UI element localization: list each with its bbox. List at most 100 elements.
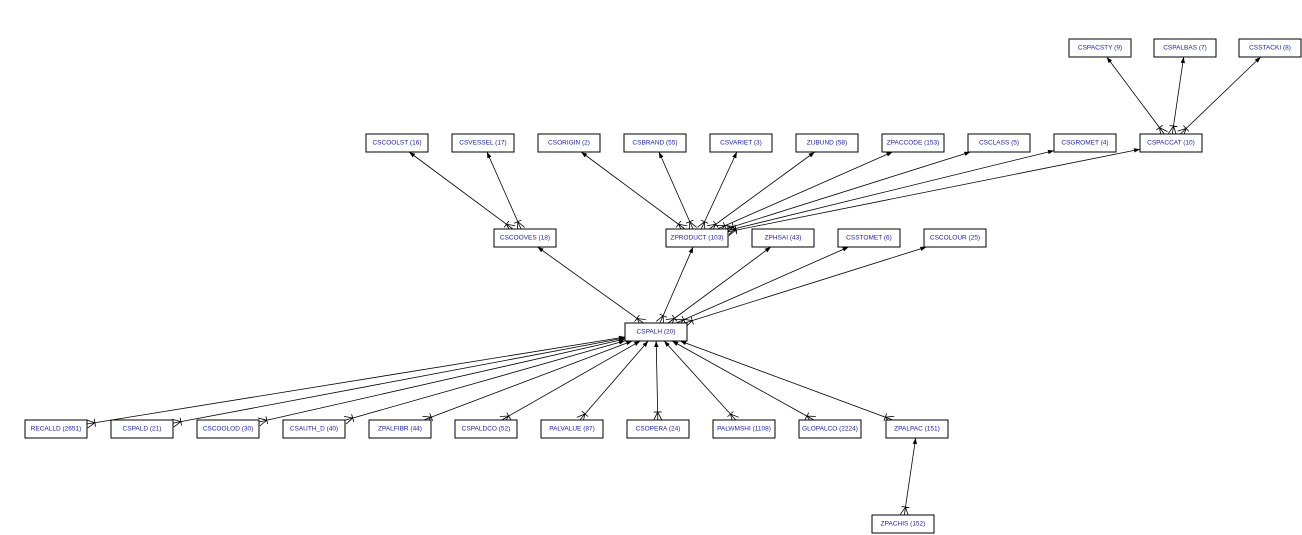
table-node-cspalbas[interactable]: CSPALBAS (7): [1153, 38, 1217, 58]
table-node-csgromet[interactable]: CSGROMET (4): [1053, 133, 1117, 153]
one-end-arrowhead: [633, 341, 641, 346]
table-node-csopera[interactable]: CSOPERA (24): [626, 419, 690, 439]
table-label: CSPALD (21): [123, 426, 162, 433]
table-node-csbrand[interactable]: CSBRAND (55): [623, 133, 687, 153]
table-node-csvessel[interactable]: CSVESSEL (17): [451, 133, 515, 153]
table-node-zpachis[interactable]: ZPACHIS (152): [871, 514, 935, 534]
table-node-csstomet[interactable]: CSSTOMET (6): [837, 228, 901, 248]
table-box: [712, 419, 776, 439]
many-end-marker: [1156, 124, 1168, 137]
table-label: CSPALBAS (7): [1163, 45, 1207, 52]
relationship-cspaldco-cspalh: [499, 340, 641, 424]
one-end-arrowhead: [537, 247, 544, 253]
table-node-csauth-d[interactable]: CSAUTH_D (40): [282, 419, 346, 439]
relationship-zproduct-csorigin: [580, 151, 688, 233]
table-node-cscolour[interactable]: CSCOLOUR (25): [923, 228, 987, 248]
relationship-cspalh-cscooves: [537, 246, 646, 327]
table-box: [871, 514, 935, 534]
table-node-zphsai[interactable]: ZPHSAI (43): [751, 228, 815, 248]
relationship-recalld-cspalh: [86, 335, 626, 429]
many-end-marker: [900, 506, 910, 516]
table-box: [623, 133, 687, 153]
table-node-csvariet[interactable]: CSVARIET (3): [709, 133, 773, 153]
relationship-zproduct-csgromet: [726, 149, 1055, 235]
table-box: [368, 419, 432, 439]
table-node-csstacki[interactable]: CSSTACKI (8): [1238, 38, 1302, 58]
one-end-arrowhead: [625, 341, 633, 346]
one-end-arrowhead: [842, 247, 849, 252]
table-node-zpalpac[interactable]: ZPALPAC (151): [885, 419, 949, 439]
table-node-cspalh[interactable]: CSPALH (20): [624, 322, 688, 342]
relationship-cscooves-csvessel: [486, 151, 525, 231]
table-node-cscoolst[interactable]: CSCOOLST (16): [365, 133, 429, 153]
table-node-cspald[interactable]: CSPALD (21): [110, 419, 174, 439]
one-end-arrowhead: [764, 247, 771, 253]
one-end-arrowhead: [672, 341, 679, 346]
table-label: ZPHSAI (43): [765, 235, 802, 242]
relationship-zproduct-zubund: [706, 151, 815, 233]
table-label: ZPRODUCT (103): [671, 235, 724, 242]
table-node-cspaldco[interactable]: CSPALDCO (52): [454, 419, 518, 439]
table-node-zpalfibr[interactable]: ZPALFIBR (44): [368, 419, 432, 439]
table-box: [923, 228, 987, 248]
table-box: [837, 228, 901, 248]
table-label: CSPACSTY (9): [1078, 45, 1122, 52]
table-node-palwmshi[interactable]: PALWMSHI (1108): [712, 419, 776, 439]
table-node-cspaccat[interactable]: CSPACCAT (10): [1139, 133, 1203, 153]
many-end-marker: [172, 417, 182, 428]
table-box: [626, 419, 690, 439]
relationship-zproduct-csvariet: [697, 151, 738, 231]
table-label: CSVESSEL (17): [459, 140, 506, 147]
one-end-arrowhead: [486, 152, 492, 159]
table-label: CSCLASS (5): [979, 140, 1019, 147]
table-node-zubund[interactable]: ZUBUND (58): [795, 133, 859, 153]
table-node-cscooves[interactable]: CSCOOVES (18): [493, 228, 557, 248]
relationship-zproduct-zpaccode: [715, 151, 893, 233]
table-node-csclass[interactable]: CSCLASS (5): [967, 133, 1031, 153]
table-node-zpaccode[interactable]: ZPACCODE (153): [881, 133, 945, 153]
table-node-cscoolod[interactable]: CSCOOLOD (30): [196, 419, 260, 439]
table-box: [665, 228, 729, 248]
table-node-cspacsty[interactable]: CSPACSTY (9): [1068, 38, 1132, 58]
table-box: [282, 419, 346, 439]
table-box: [967, 133, 1031, 153]
table-label: CSPALDCO (52): [462, 426, 511, 433]
relationship-csauth_d-cspalh: [343, 340, 626, 425]
table-label: GLOPALCO (2224): [802, 426, 858, 433]
table-box: [24, 419, 88, 439]
one-end-arrowhead: [808, 152, 815, 158]
table-box: [1139, 133, 1203, 153]
table-label: CSGROMET (4): [1061, 140, 1108, 147]
table-label: CSOPERA (24): [636, 426, 681, 433]
table-node-zproduct[interactable]: ZPRODUCT (103): [665, 228, 729, 248]
table-label: CSVARIET (3): [720, 140, 762, 147]
relationship-zpalpac-cspalh: [680, 340, 895, 425]
table-label: ZPALFIBR (44): [378, 426, 422, 433]
table-label: RECALLD (2651): [31, 426, 82, 433]
many-end-marker: [86, 418, 96, 429]
table-nodes: CSPACSTY (9) CSPALBAS (7) CSSTACKI (8) CSCO…: [24, 38, 1302, 534]
one-end-arrowhead: [642, 341, 649, 347]
one-end-arrowhead: [919, 246, 927, 251]
one-end-arrowhead: [1254, 57, 1261, 63]
table-label: CSCOOVES (18): [500, 235, 550, 242]
table-box: [798, 419, 862, 439]
table-node-palvalue[interactable]: PALVALUE (87): [540, 419, 604, 439]
relationship-zproduct-csbrand: [658, 151, 697, 231]
one-end-arrowhead: [618, 340, 625, 345]
table-label: CSSTOMET (6): [846, 235, 892, 242]
one-end-arrowhead: [1180, 57, 1185, 64]
table-box: [1153, 38, 1217, 58]
table-node-recalld[interactable]: RECALLD (2651): [24, 419, 88, 439]
one-end-arrowhead: [912, 438, 917, 445]
one-end-arrowhead: [964, 151, 971, 156]
many-end-marker: [656, 313, 667, 325]
relationship-zpalfibr-cspalh: [422, 340, 633, 425]
one-end-arrowhead: [886, 152, 893, 157]
table-node-csorigin[interactable]: CSORIGIN (2): [537, 133, 601, 153]
table-box: [493, 228, 557, 248]
one-end-arrowhead: [1047, 149, 1054, 155]
table-node-glopalco[interactable]: GLOPALCO (2224): [798, 419, 862, 439]
one-end-arrowhead: [1106, 57, 1113, 64]
